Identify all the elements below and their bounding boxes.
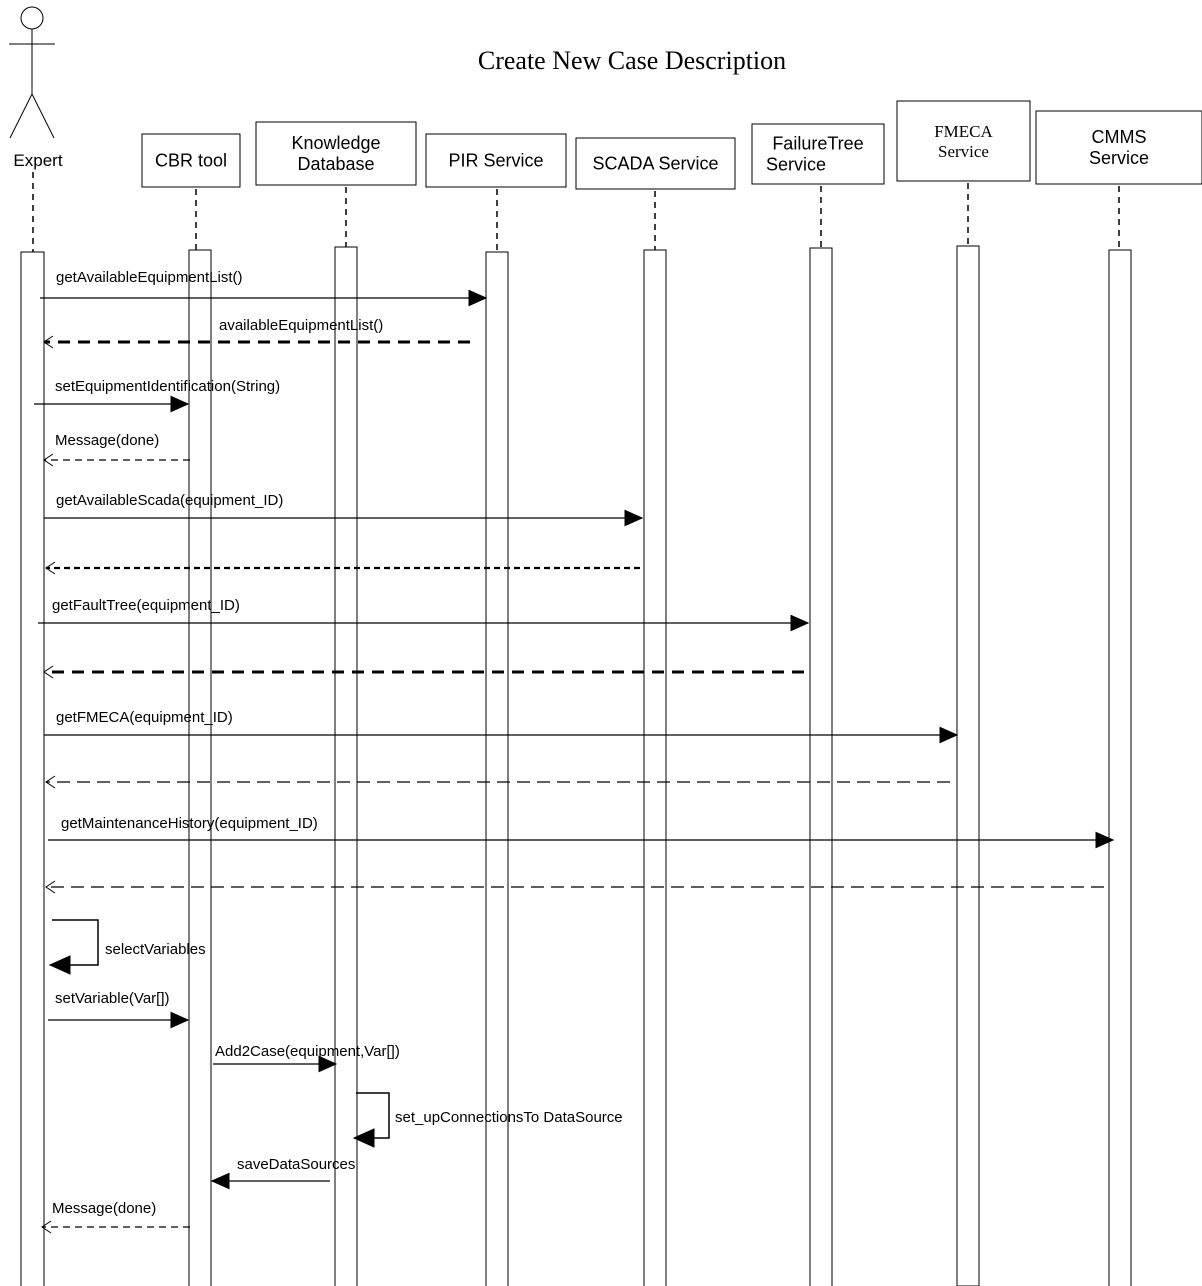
participant-label-cbr: CBR tool <box>155 151 227 171</box>
self-message-line <box>52 919 99 966</box>
message-11 <box>45 880 1104 894</box>
message-label: setEquipmentIdentification(String) <box>55 378 280 395</box>
message-label: getAvailableScada(equipment_ID) <box>56 492 283 509</box>
participant-label-kdb: Database <box>297 154 374 174</box>
arrow-head <box>790 614 810 632</box>
arrow-head <box>1095 831 1115 849</box>
participant-label-fmeca: FMECA <box>934 122 993 141</box>
activation-bar-cbr <box>188 249 212 1286</box>
arrow-head <box>210 1172 230 1190</box>
participant-box-cmms <box>1035 110 1202 185</box>
diagram-title: Create New Case Description <box>478 46 786 75</box>
arrow-head <box>318 1055 338 1073</box>
participant-label-scada: SCADA Service <box>592 154 718 174</box>
message-3: Message(done) <box>43 432 190 467</box>
message-label: saveDataSources <box>237 1156 355 1173</box>
participant-label-fmeca: Service <box>938 142 989 161</box>
arrow-head <box>468 289 488 307</box>
message-label: getAvailableEquipmentList() <box>56 269 243 286</box>
message-6: getFaultTree(equipment_ID) <box>38 597 810 632</box>
participant-box-scada <box>575 137 736 190</box>
message-5 <box>45 561 640 575</box>
activation-bar-scada <box>643 249 667 1286</box>
message-label: getFaultTree(equipment_ID) <box>52 597 240 614</box>
activation-bar-expert <box>20 251 45 1286</box>
participant-box-cbr <box>141 133 241 188</box>
message-label: availableEquipmentList() <box>219 317 383 334</box>
participant-label-ftree: FailureTree <box>772 134 863 154</box>
message-17: Message(done) <box>41 1200 190 1234</box>
activation-bar-cmms <box>1108 249 1132 1286</box>
participant-box-fmeca <box>896 100 1031 182</box>
actor-figure <box>9 6 55 139</box>
lifelines <box>20 172 1132 1286</box>
arrow-head <box>45 561 56 575</box>
arrow-head <box>939 726 959 744</box>
participant-label-cmms: CMMS <box>1092 127 1147 147</box>
arrow-head <box>43 453 54 467</box>
participant-box-kdb <box>255 121 417 186</box>
arrow-head <box>45 880 56 894</box>
participant-label-pir: PIR Service <box>448 151 543 171</box>
message-0: getAvailableEquipmentList() <box>40 269 488 307</box>
participant-box-ftree <box>751 123 885 185</box>
message-label: Message(done) <box>52 1200 156 1217</box>
arrow-head <box>41 1220 52 1234</box>
message-label: setVariable(Var[]) <box>55 990 170 1007</box>
message-label: Add2Case(equipment,Var[]) <box>215 1043 400 1060</box>
arrow-head <box>45 775 56 789</box>
message-8: getFMECA(equipment_ID) <box>44 709 959 744</box>
message-12: selectVariables <box>48 919 206 975</box>
message-7 <box>43 665 804 679</box>
message-2: setEquipmentIdentification(String) <box>34 378 280 413</box>
arrow-head <box>43 335 54 349</box>
actor-label: Expert <box>13 151 62 170</box>
message-label: Message(done) <box>55 432 159 449</box>
arrow-head <box>43 665 54 679</box>
message-1: availableEquipmentList() <box>43 317 470 349</box>
arrow-head <box>170 395 190 413</box>
message-13: setVariable(Var[]) <box>48 990 190 1029</box>
message-9 <box>45 775 950 789</box>
activation-bar-fmeca <box>956 245 980 1286</box>
message-15: set_upConnectionsTo DataSource <box>352 1092 623 1148</box>
messages: getAvailableEquipmentList() availableEqui… <box>34 269 1115 1234</box>
message-label: getMaintenanceHistory(equipment_ID) <box>61 815 318 832</box>
message-16: saveDataSources <box>210 1156 355 1190</box>
self-message-line <box>356 1092 390 1139</box>
participant-label-ftree: Service <box>766 155 826 175</box>
message-label: selectVariables <box>105 941 206 958</box>
participant-box-pir <box>425 133 567 188</box>
arrow-head <box>48 955 71 975</box>
message-4: getAvailableScada(equipment_ID) <box>44 492 644 527</box>
message-label: set_upConnectionsTo DataSource <box>395 1109 623 1126</box>
activation-bar-pir <box>485 251 509 1286</box>
participant-label-kdb: Knowledge <box>291 133 380 153</box>
arrow-head <box>352 1128 375 1148</box>
arrow-head <box>170 1011 190 1029</box>
message-14: Add2Case(equipment,Var[]) <box>213 1043 400 1073</box>
activation-bar-ftree <box>809 247 833 1286</box>
message-label: getFMECA(equipment_ID) <box>56 709 233 726</box>
participant-label-cmms: Service <box>1089 148 1149 168</box>
activation-bar-kdb <box>334 246 358 1286</box>
message-10: getMaintenanceHistory(equipment_ID) <box>48 815 1115 849</box>
arrow-head <box>624 509 644 527</box>
